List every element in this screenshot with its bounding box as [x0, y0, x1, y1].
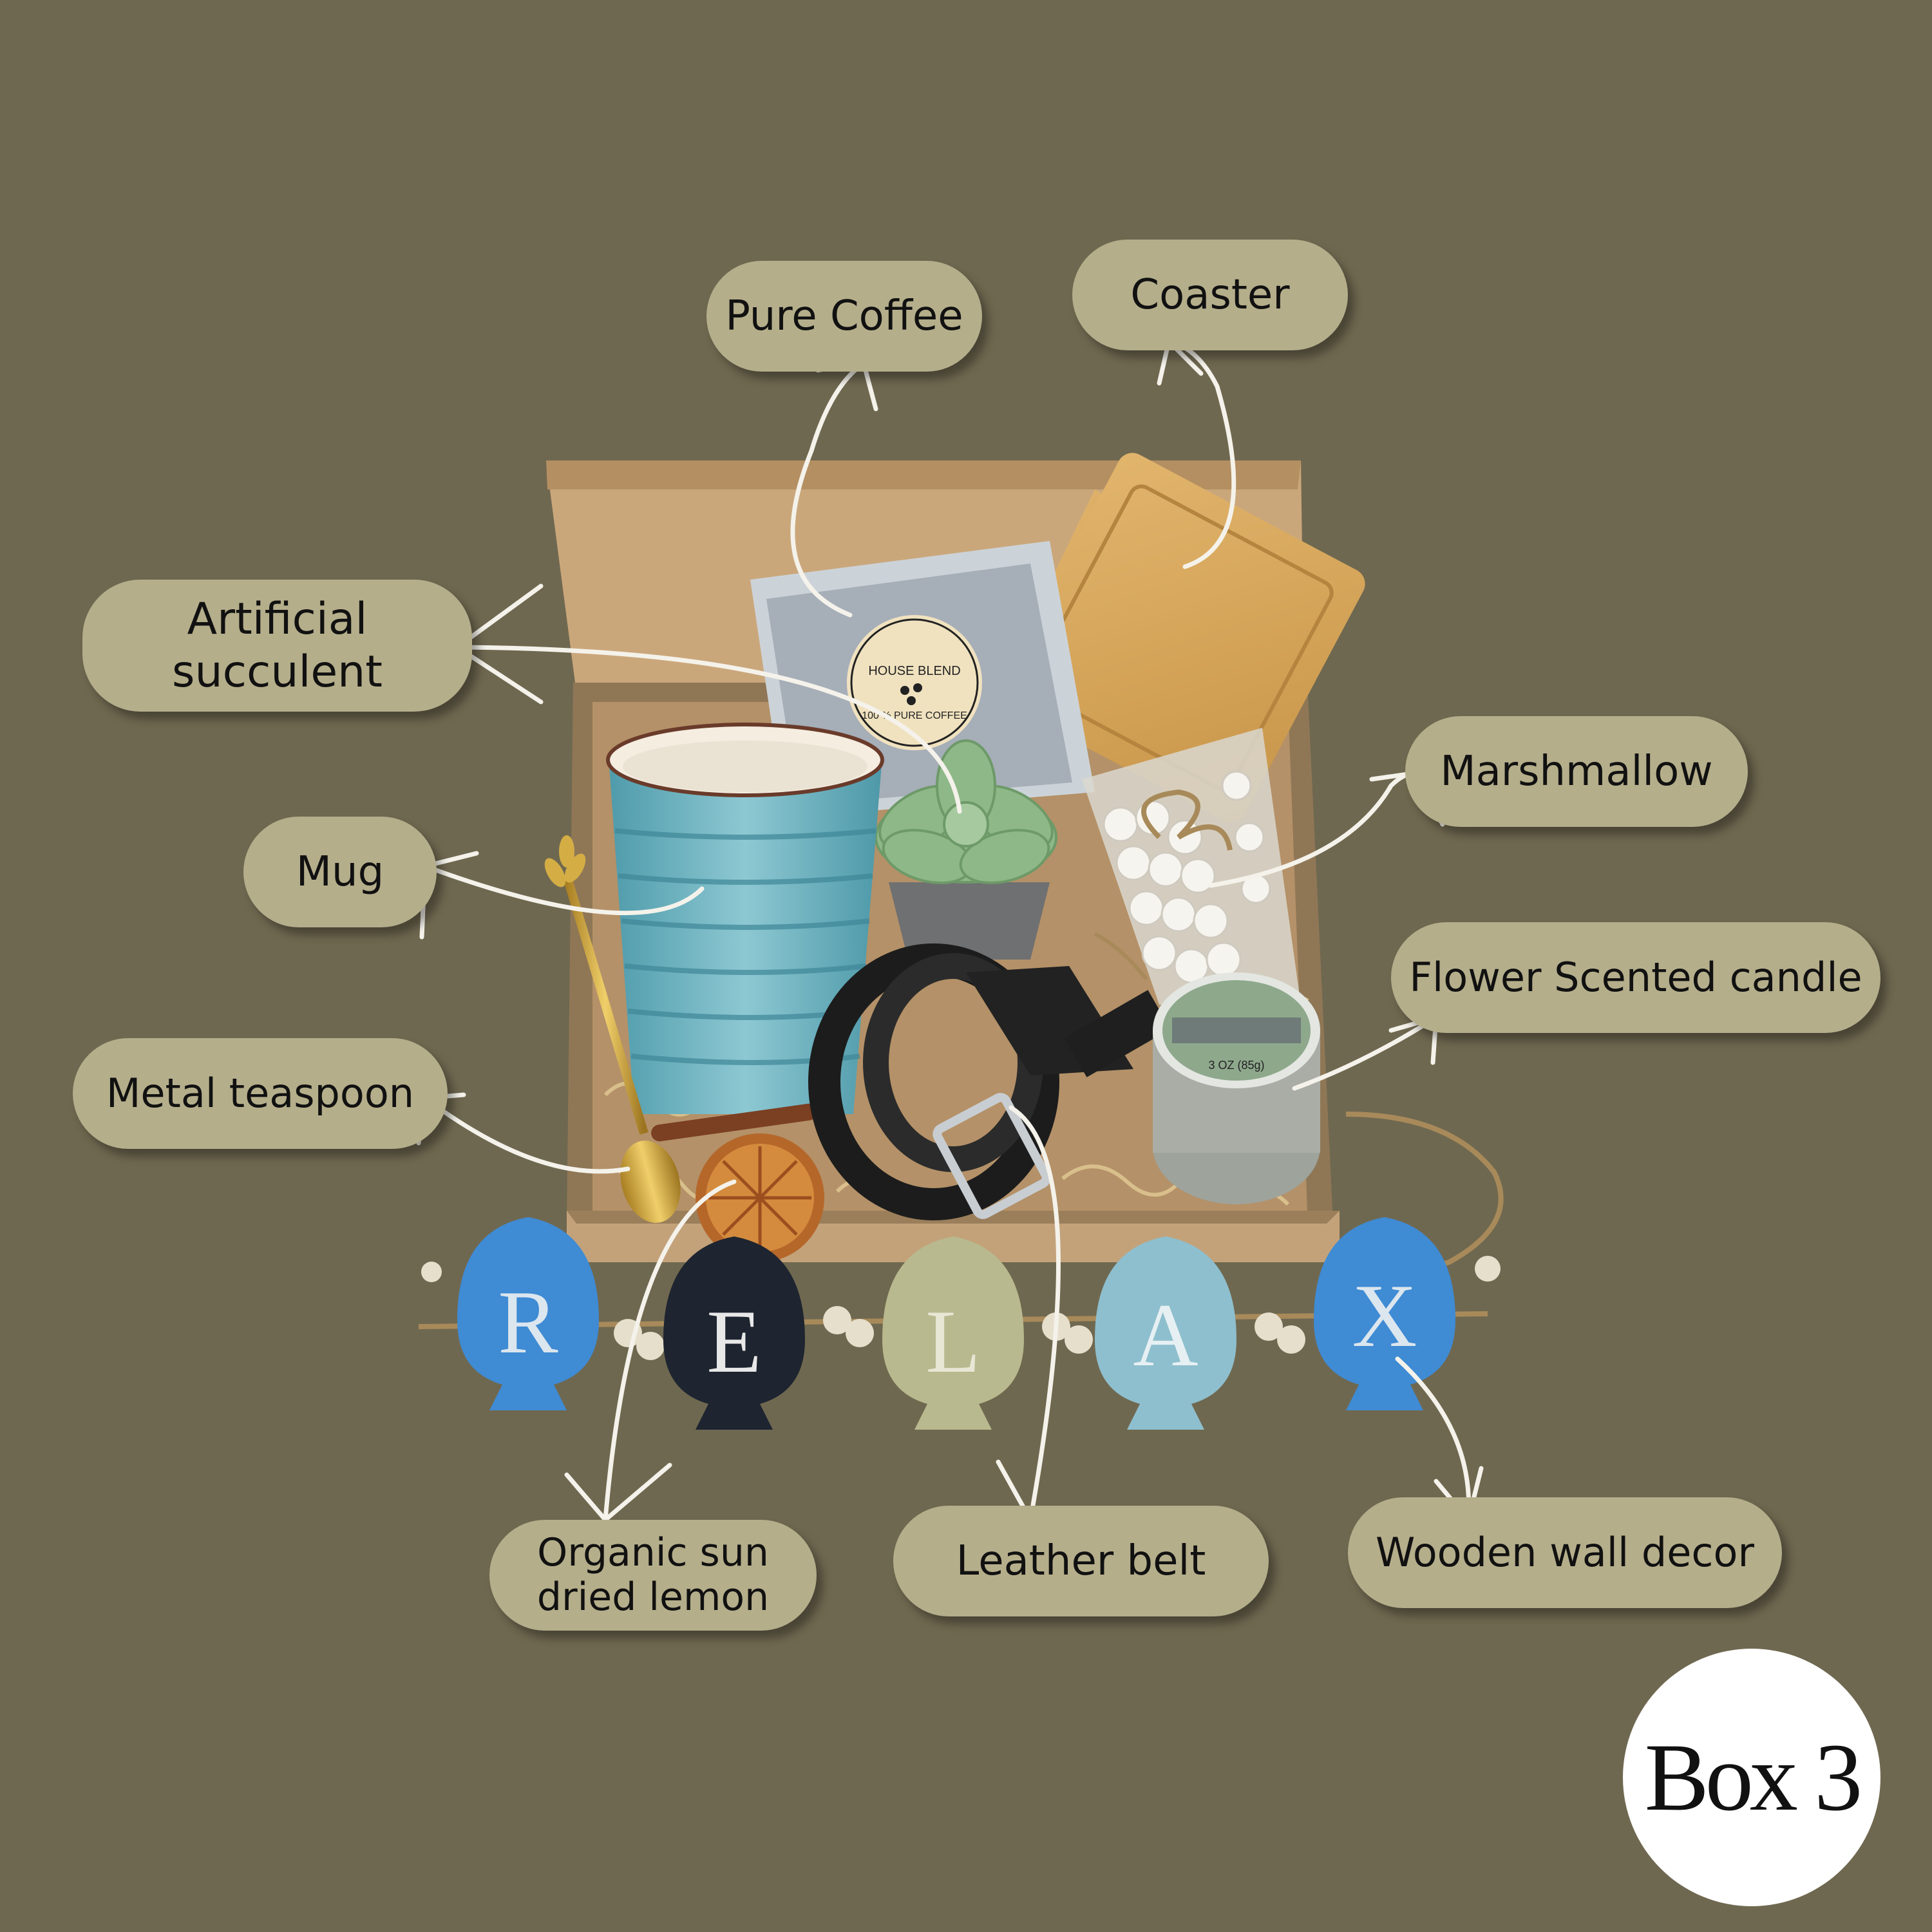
box-number-text: Box 3 [1644, 1724, 1863, 1831]
decor-letter-e: E [706, 1292, 762, 1392]
label-organic-lemon-line1: Organic sun [537, 1530, 769, 1575]
label-wooden-wall-decor: Wooden wall decor [1348, 1497, 1782, 1608]
candle-weight-text: 3 OZ (85g) [1208, 1059, 1264, 1072]
label-flower-scented-candle: Flower Scented candle [1391, 922, 1880, 1033]
label-flower-scented-candle-text: Flower Scented candle [1409, 953, 1862, 1001]
marshmallow-bag [1082, 728, 1301, 1005]
label-leather-belt: Leather belt [893, 1506, 1269, 1616]
label-mug: Mug [243, 817, 437, 927]
gold-teaspoon [544, 835, 681, 1223]
dried-lemon [651, 1103, 824, 1262]
label-pure-coffee: Pure Coffee [706, 261, 982, 372]
decor-letter-x: X [1352, 1266, 1417, 1366]
label-mug-text: Mug [296, 848, 384, 896]
label-artificial-succulent-line1: Artificial [187, 593, 368, 645]
label-wooden-wall-decor-text: Wooden wall decor [1376, 1528, 1754, 1576]
leather-belt [808, 943, 1171, 1220]
relax-wall-decor: R E L A X [418, 1217, 1501, 1430]
label-artificial-succulent-line2: succulent [172, 646, 383, 697]
decor-letter-r: R [498, 1273, 558, 1372]
coaster [998, 453, 1365, 822]
label-metal-teaspoon: Metal teaspoon [73, 1038, 448, 1149]
label-organic-lemon: Organic sun dried lemon [489, 1520, 817, 1631]
scented-candle: 3 OZ (85g) [1153, 972, 1320, 1204]
label-coaster-text: Coaster [1130, 270, 1290, 319]
label-artificial-succulent: Artificial succulent [82, 580, 472, 712]
label-pure-coffee-text: Pure Coffee [725, 292, 963, 340]
label-marshmallow-text: Marshmallow [1440, 747, 1713, 795]
label-coaster: Coaster [1072, 240, 1348, 350]
label-marshmallow: Marshmallow [1405, 716, 1748, 827]
decor-letter-a: A [1133, 1285, 1198, 1385]
coffee-sticker-top-text: HOUSE BLEND [868, 664, 960, 678]
label-metal-teaspoon-text: Metal teaspoon [106, 1069, 415, 1117]
label-organic-lemon-line2: dried lemon [536, 1575, 770, 1620]
box-number-badge: Box 3 [1623, 1649, 1880, 1906]
label-leather-belt-text: Leather belt [956, 1537, 1206, 1585]
succulent-plant [875, 739, 1057, 960]
decor-letter-l: L [925, 1292, 981, 1392]
